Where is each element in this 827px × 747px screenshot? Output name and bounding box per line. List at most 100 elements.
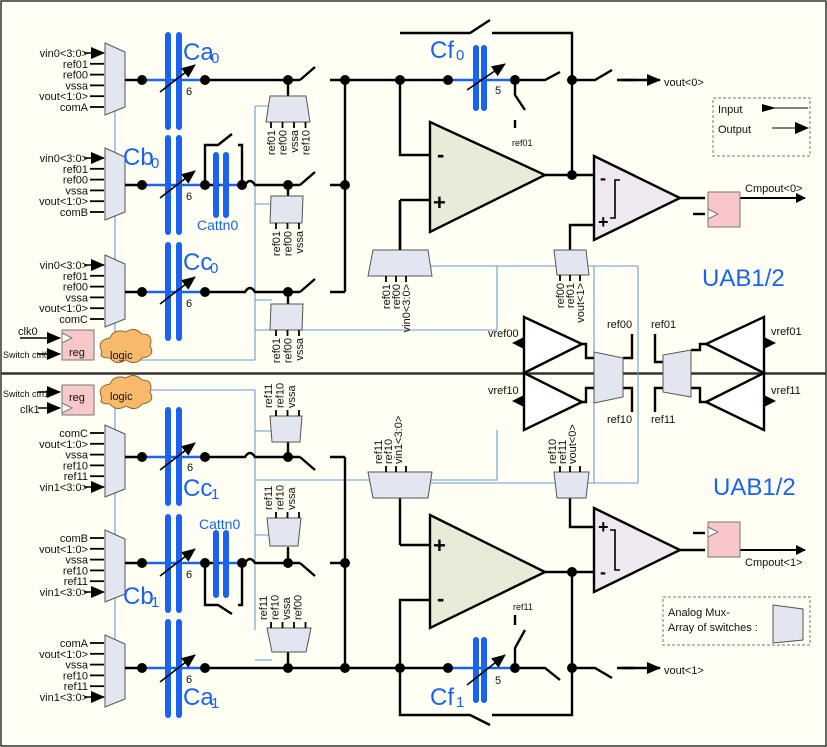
uab-title-top: UAB1/2 — [702, 265, 785, 292]
ref00-out-label: ref00 — [607, 319, 632, 331]
comp-minus-sign: - — [600, 168, 606, 188]
switch-mux-2b[interactable] — [266, 517, 302, 547]
mux-input-label: vssa — [65, 292, 89, 304]
mux-pin-label: ref00 — [278, 130, 290, 155]
mux-pin-label: ref11 — [263, 384, 275, 408]
switch-mux-2[interactable] — [269, 195, 304, 224]
register-top[interactable] — [61, 329, 95, 361]
uab-title-bottom: UAB1/2 — [713, 474, 796, 501]
mux-input-label: comB — [60, 533, 88, 545]
comp-plus-sign-b: + — [598, 517, 609, 537]
input-mux-c1[interactable] — [104, 424, 126, 498]
opamp-plus-sign: + — [433, 190, 446, 215]
mux-pin-label: vout<0> — [567, 424, 579, 464]
mux-input-label: comB — [60, 207, 88, 219]
vref01-label: vref01 — [771, 326, 802, 338]
top-uab: - + - + — [20, 18, 811, 432]
vout1-label: vout<1> — [664, 665, 704, 677]
cap-cb0[interactable] — [159, 135, 196, 235]
mux-input-label: ref01 — [63, 59, 88, 71]
mux-input-label: ref10 — [63, 670, 88, 682]
mux-input-label: vssa — [65, 660, 89, 672]
comp-plus-sign: + — [598, 212, 609, 232]
cap-cc1-bits: 6 — [187, 462, 193, 474]
comparator-bottom[interactable] — [592, 506, 683, 594]
input-mux-a[interactable] — [104, 42, 126, 116]
cap-cc0[interactable] — [159, 242, 196, 341]
top-block-frame — [0, 0, 827, 374]
cap-cc0-bits: 6 — [186, 298, 192, 310]
mux-input-label: vssa — [65, 450, 89, 462]
mux-pin-label: vssa — [294, 337, 306, 361]
ref-buffer-vref10[interactable] — [522, 371, 585, 432]
switch-mux-3b[interactable] — [266, 627, 312, 653]
register-bottom[interactable] — [61, 384, 95, 416]
plus-mux-b[interactable] — [367, 471, 433, 499]
cap-cf0-label: Cf — [430, 37, 454, 64]
mux-pin-label: ref01 — [271, 338, 283, 363]
ref-mux-left[interactable] — [593, 351, 624, 404]
output-flipflop-top[interactable] — [693, 191, 741, 228]
opamp-bottom[interactable] — [428, 513, 548, 630]
opamp-minus-sign: - — [437, 142, 444, 167]
switch-mux-3[interactable] — [269, 303, 304, 331]
comparator-top[interactable] — [592, 154, 683, 242]
logic-cloud-bottom[interactable] — [99, 374, 153, 410]
switch-mux-1[interactable] — [265, 95, 311, 123]
mux-pin-label: ref01 — [565, 283, 577, 308]
ref-buffer-vref11[interactable] — [703, 371, 766, 432]
comp-mux-b[interactable] — [553, 471, 590, 499]
mux-input-label: vin0<3:0> — [40, 48, 88, 60]
mux-input-label: vin1<3:0> — [40, 482, 88, 494]
cap-cattn0-bottom[interactable] — [213, 530, 229, 598]
cap-ca1[interactable] — [159, 619, 196, 718]
ref-mux-right[interactable] — [662, 349, 692, 398]
input-mux-c[interactable] — [104, 254, 126, 328]
opamp-plus-sign-b: + — [433, 533, 446, 558]
reg-top-label: reg — [69, 347, 85, 359]
cattn0-bottom-label: Cattn0 — [199, 516, 240, 532]
mux-input-label: vout<1:0> — [39, 91, 88, 103]
cap-cb0-label: Cb — [123, 144, 154, 171]
cap-cf1-sub: 1 — [456, 694, 464, 711]
output-flipflop-bottom[interactable] — [693, 521, 741, 558]
vref10-label: vref10 — [488, 385, 519, 397]
mux-pin-label: ref10 — [275, 383, 287, 408]
cap-cc1-sub: 1 — [211, 486, 219, 503]
comp-minus-sign-b: - — [600, 562, 606, 582]
cap-cc1[interactable] — [159, 407, 196, 506]
cap-cf0[interactable] — [466, 45, 506, 111]
cap-ca0[interactable] — [159, 32, 196, 130]
cap-ca1-label: Ca — [183, 684, 214, 711]
mux-input-label: vssa — [65, 185, 89, 197]
mux-input-label: comA — [60, 102, 89, 114]
input-mux-b[interactable] — [104, 147, 126, 221]
mux-input-label: vin0<3:0> — [40, 260, 88, 272]
cap-cc0-label: Cc — [183, 249, 212, 276]
cap-cf1[interactable] — [466, 637, 506, 703]
mux-input-label: ref01 — [63, 164, 88, 176]
mux-pin-label: vssa — [286, 385, 298, 409]
legend-mux — [662, 596, 811, 646]
ref01-out-label: ref01 — [651, 319, 676, 331]
mux-input-label: comA — [60, 638, 89, 650]
mux-input-label: ref10 — [63, 565, 88, 577]
logic-cloud-top[interactable] — [99, 328, 153, 364]
input-mux-a1[interactable] — [104, 634, 126, 708]
comp-mux[interactable] — [553, 249, 590, 276]
cap-cb1[interactable] — [159, 514, 196, 613]
mux-pin-label: ref10 — [275, 485, 287, 510]
input-mux-b1[interactable] — [104, 529, 126, 603]
opamp-top[interactable] — [428, 120, 548, 234]
plus-mux[interactable] — [367, 249, 433, 277]
cap-cattn0-top[interactable] — [213, 152, 229, 218]
mux-input-label: ref11 — [64, 681, 88, 693]
ref-buffer-vref01[interactable] — [703, 315, 766, 375]
switch-mux-1b[interactable] — [269, 415, 303, 443]
ref-buffer-vref00[interactable] — [522, 315, 585, 375]
mux-pin-label: vin1<3:0> — [393, 416, 405, 464]
mux-pin-label: ref11 — [263, 486, 275, 510]
bottom-block-frame — [0, 373, 827, 747]
